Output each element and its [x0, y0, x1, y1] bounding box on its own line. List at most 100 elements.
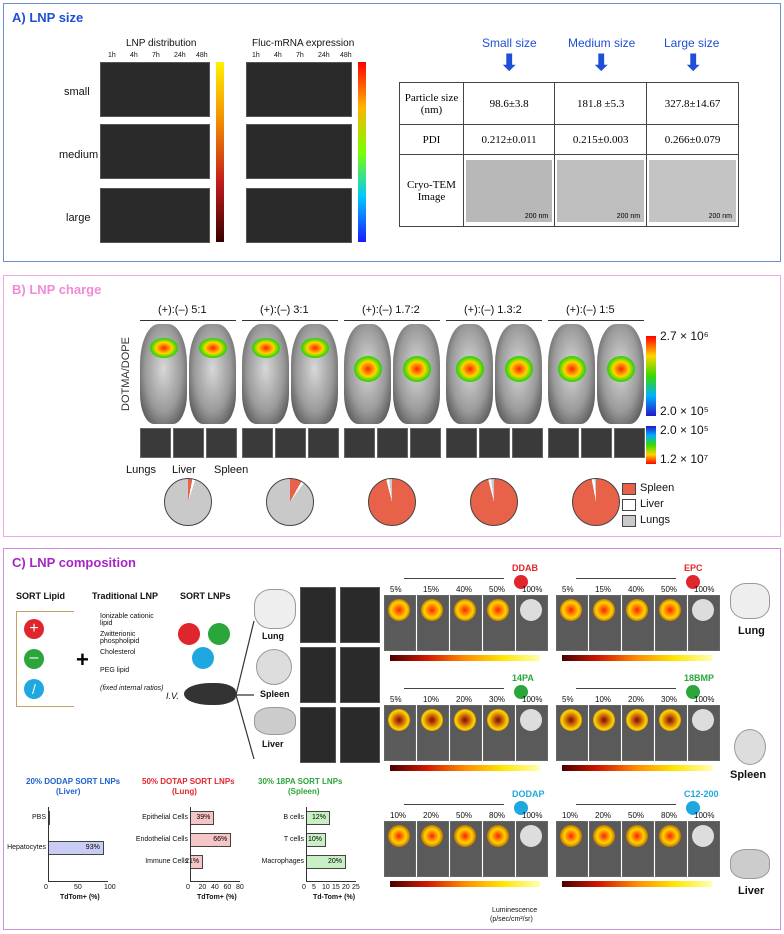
percent-label: 5%: [390, 695, 402, 704]
organ-signal: [487, 825, 509, 847]
ratio-bracket: [344, 320, 440, 321]
bar-chart-title: 50% DOTAP SORT LNPs: [142, 777, 235, 786]
timepoint-label: 24h: [318, 52, 330, 59]
bioluminescence-signal: [456, 356, 484, 382]
percent-label: 80%: [489, 811, 506, 820]
lipid-structure: [576, 795, 676, 805]
expression-title: Fluc-mRNA expression: [252, 38, 355, 49]
bioluminescence-signal: [252, 338, 280, 358]
particle-size-medium: 181.8 ±5.3: [554, 82, 648, 125]
ex-vivo-organ-image: [479, 428, 510, 458]
scale-top-label: 2.7 × 10⁶: [660, 329, 709, 343]
lnp-component-label: (fixed internal ratios): [100, 685, 164, 692]
bar-value-label: 12%: [312, 814, 327, 821]
spleen-organ-icon: [256, 649, 292, 685]
distribution-colorbar: [216, 62, 224, 242]
size-head-large: Large size: [664, 36, 720, 50]
lipid-key-blue-icon: /: [24, 679, 44, 699]
organ-signal: [454, 825, 476, 847]
percent-label: 100%: [522, 585, 543, 594]
ratio-header: (+):(–) 1.7:2: [362, 304, 420, 316]
scale-low1-label: 2.0 × 10⁵: [660, 423, 709, 437]
lnp-component-label: Ionizable cationic lipid: [100, 613, 154, 627]
organ-signal: [560, 599, 582, 621]
liver-organ-icon: [254, 707, 296, 735]
sort-lipid-name: 18BMP: [684, 673, 715, 683]
ex-vivo-organ-image: [377, 428, 408, 458]
timepoint-label: 1h: [252, 52, 260, 59]
iv-label: I.V.: [166, 691, 179, 701]
lipid-structure: [404, 569, 504, 579]
y-axis: [48, 807, 49, 882]
organ-signal: [692, 709, 714, 731]
ratio-header: (+):(–) 5:1: [158, 304, 207, 316]
panel-lnp-charge: B) LNP charge (+):(–) 5:1(+):(–) 3:1(+):…: [3, 275, 781, 537]
sort-lipid-heading: SORT Lipid: [16, 591, 65, 601]
organ-signal: [692, 599, 714, 621]
y-axis: [306, 807, 307, 882]
percent-label: 10%: [562, 811, 579, 820]
luminescence-scale-bar: [390, 881, 540, 887]
percent-label: 20%: [456, 695, 473, 704]
organ-signal: [560, 709, 582, 731]
right-liver-icon: [730, 849, 770, 879]
organ-signal: [421, 599, 443, 621]
legend-swatch-lungs: [622, 515, 636, 527]
organ-distribution-pie: [368, 478, 416, 526]
pdi-large: 0.266±0.079: [646, 124, 739, 155]
bioluminescence-signal: [403, 356, 431, 382]
organ-signal: [421, 709, 443, 731]
size-head-medium: Medium size: [568, 36, 636, 50]
lnp-size-table: Particle size (nm) 98.6±3.8 181.8 ±5.3 3…: [399, 82, 739, 227]
percent-label: 100%: [522, 811, 543, 820]
bioluminescence-signal: [199, 338, 227, 358]
luminescence-scale-bar: [562, 655, 712, 661]
lipid-key-icon: [514, 685, 528, 699]
percent-label: 5%: [562, 695, 574, 704]
ex-vivo-organ-image: [614, 428, 645, 458]
organ-signal: [388, 709, 410, 731]
lipid-structure: [404, 679, 504, 689]
organ-signal: [626, 709, 648, 731]
percent-label: 100%: [694, 585, 715, 594]
luminescence-scale-bar: [562, 881, 712, 887]
colorbar-bottom: [646, 426, 656, 464]
timepoint-label: 1h: [108, 52, 116, 59]
timepoint-label: 24h: [174, 52, 186, 59]
percent-label: 15%: [595, 585, 612, 594]
ex-vivo-organ-image: [548, 428, 579, 458]
distribution-image-medium: [100, 124, 210, 179]
ratio-bracket: [242, 320, 338, 321]
x-axis: [48, 881, 108, 882]
sort-lnp-red-particle: [178, 623, 200, 645]
mouse-image-lung: [300, 587, 336, 643]
x-axis-label: TdTom+ (%): [197, 894, 237, 901]
distribution-image-large: [100, 188, 210, 243]
ex-vivo-organ-image: [242, 428, 273, 458]
bar-value-label: 93%: [85, 844, 100, 851]
x-tick-label: 100: [104, 884, 116, 891]
sort-lipid-name: DDAB: [512, 563, 538, 573]
ex-vivo-organ-image: [140, 428, 171, 458]
x-axis: [190, 881, 240, 882]
organ-label-lungs: Lungs: [126, 464, 156, 476]
scale-bar-label: 200 nm: [616, 212, 641, 220]
x-axis-label: Td-Tom+ (%): [313, 894, 356, 901]
sort-lnp-blue-particle: [192, 647, 214, 669]
lnp-component-label: PEG lipid: [100, 667, 130, 674]
bioluminescence-signal: [607, 356, 635, 382]
right-organ-label-liver: Liver: [738, 885, 765, 897]
ex-vivo-organ-image: [410, 428, 441, 458]
x-axis: [306, 881, 356, 882]
organ-signal: [454, 709, 476, 731]
organ-signal: [626, 599, 648, 621]
traditional-lnp-heading: Traditional LNP: [92, 591, 159, 601]
organ-distribution-pie: [266, 478, 314, 526]
arrow-down-icon: ⬇: [592, 50, 611, 75]
lung-organ-icon: [254, 589, 296, 629]
timepoint-label: 7h: [296, 52, 304, 59]
plus-icon: +: [76, 647, 89, 672]
sort-lipid-name: DODAP: [512, 789, 545, 799]
luminescence-scale-bar: [390, 765, 540, 771]
percent-label: 100%: [522, 695, 543, 704]
